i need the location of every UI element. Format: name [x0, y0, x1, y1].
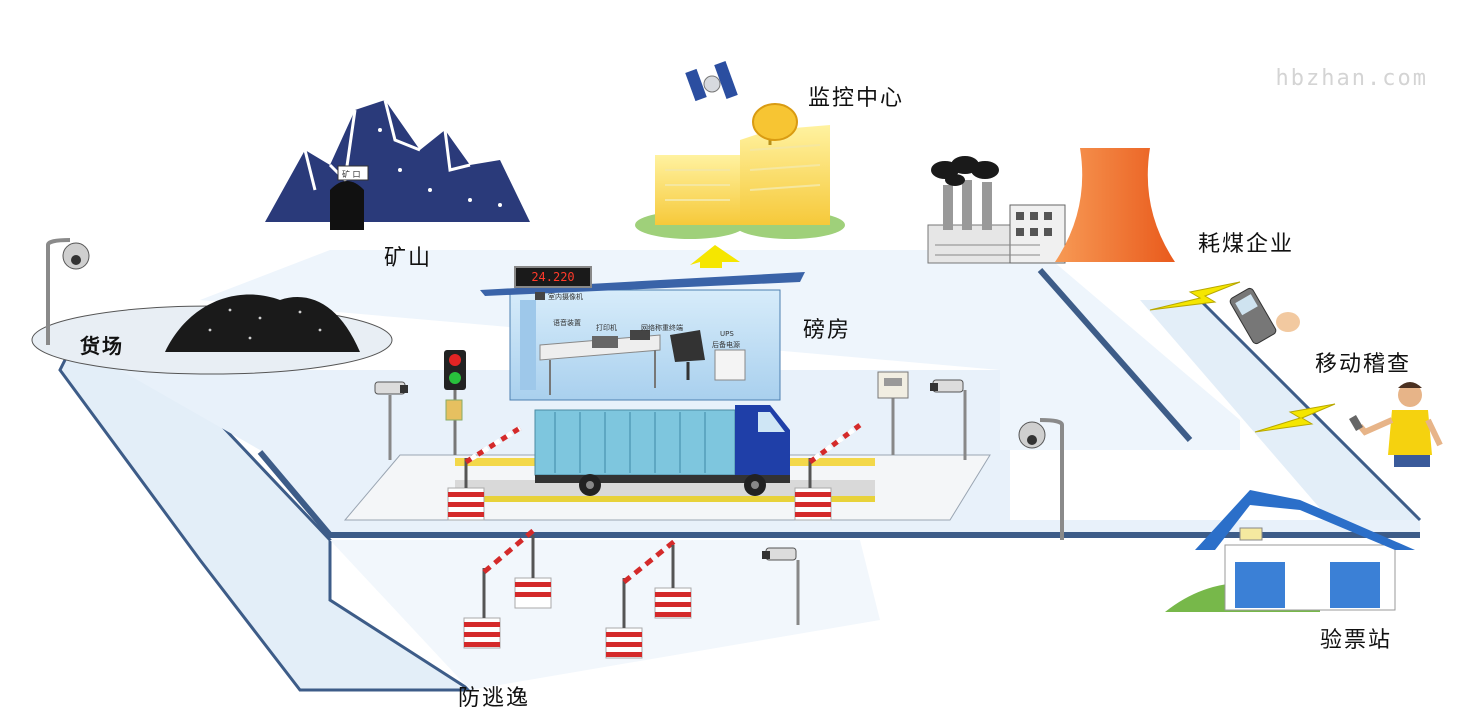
- anti-escape-barriers: [463, 528, 692, 659]
- camera-icon: [374, 381, 408, 460]
- inspector-person-icon: [1349, 382, 1443, 467]
- camera-icon: [930, 379, 967, 460]
- label-yard: 货场: [80, 334, 124, 358]
- weight-display: 24.220: [514, 266, 592, 288]
- barrier-gates: [447, 422, 862, 521]
- mine-sign: 矿 口: [342, 170, 361, 179]
- label-mine: 矿山: [384, 246, 433, 271]
- label-mobile-inspection: 移动稽查: [1315, 352, 1412, 377]
- device-label-terminal: 网络称重终端: [641, 324, 683, 332]
- ticket-station: [1165, 490, 1415, 612]
- handheld-terminal-icon: [1229, 287, 1300, 345]
- label-coal-enterprise: 耗煤企业: [1198, 232, 1295, 257]
- dome-camera-pole-icon: [1018, 418, 1064, 540]
- label-weigh-room: 磅房: [803, 318, 852, 343]
- device-label-printer: 打印机: [596, 324, 617, 332]
- label-anti-escape: 防逃逸: [458, 686, 531, 711]
- label-ticket-station: 验票站: [1320, 628, 1393, 653]
- device-label-backup-power: 后备电源: [712, 341, 740, 349]
- satellite-icon: [685, 61, 738, 102]
- traffic-light-icon: [444, 350, 466, 455]
- mine-mountain: [265, 99, 530, 230]
- dome-camera-pole-icon: [46, 238, 90, 345]
- label-monitor-center: 监控中心: [808, 86, 905, 111]
- watermark: hbzhan.com: [1275, 66, 1428, 91]
- device-label-voice: 语音装置: [553, 319, 581, 327]
- device-label-indoor-camera: 室内摄像机: [548, 293, 583, 301]
- weigh-room: [480, 272, 805, 401]
- wireless-signal-icon: [1149, 281, 1336, 433]
- cargo-yard: [31, 294, 393, 375]
- card-reader-icon: [877, 371, 909, 455]
- camera-icon: [762, 547, 800, 625]
- device-label-ups: UPS: [720, 330, 734, 338]
- monitor-center: [635, 103, 845, 268]
- truck: [534, 405, 790, 496]
- coal-enterprise: [927, 148, 1175, 264]
